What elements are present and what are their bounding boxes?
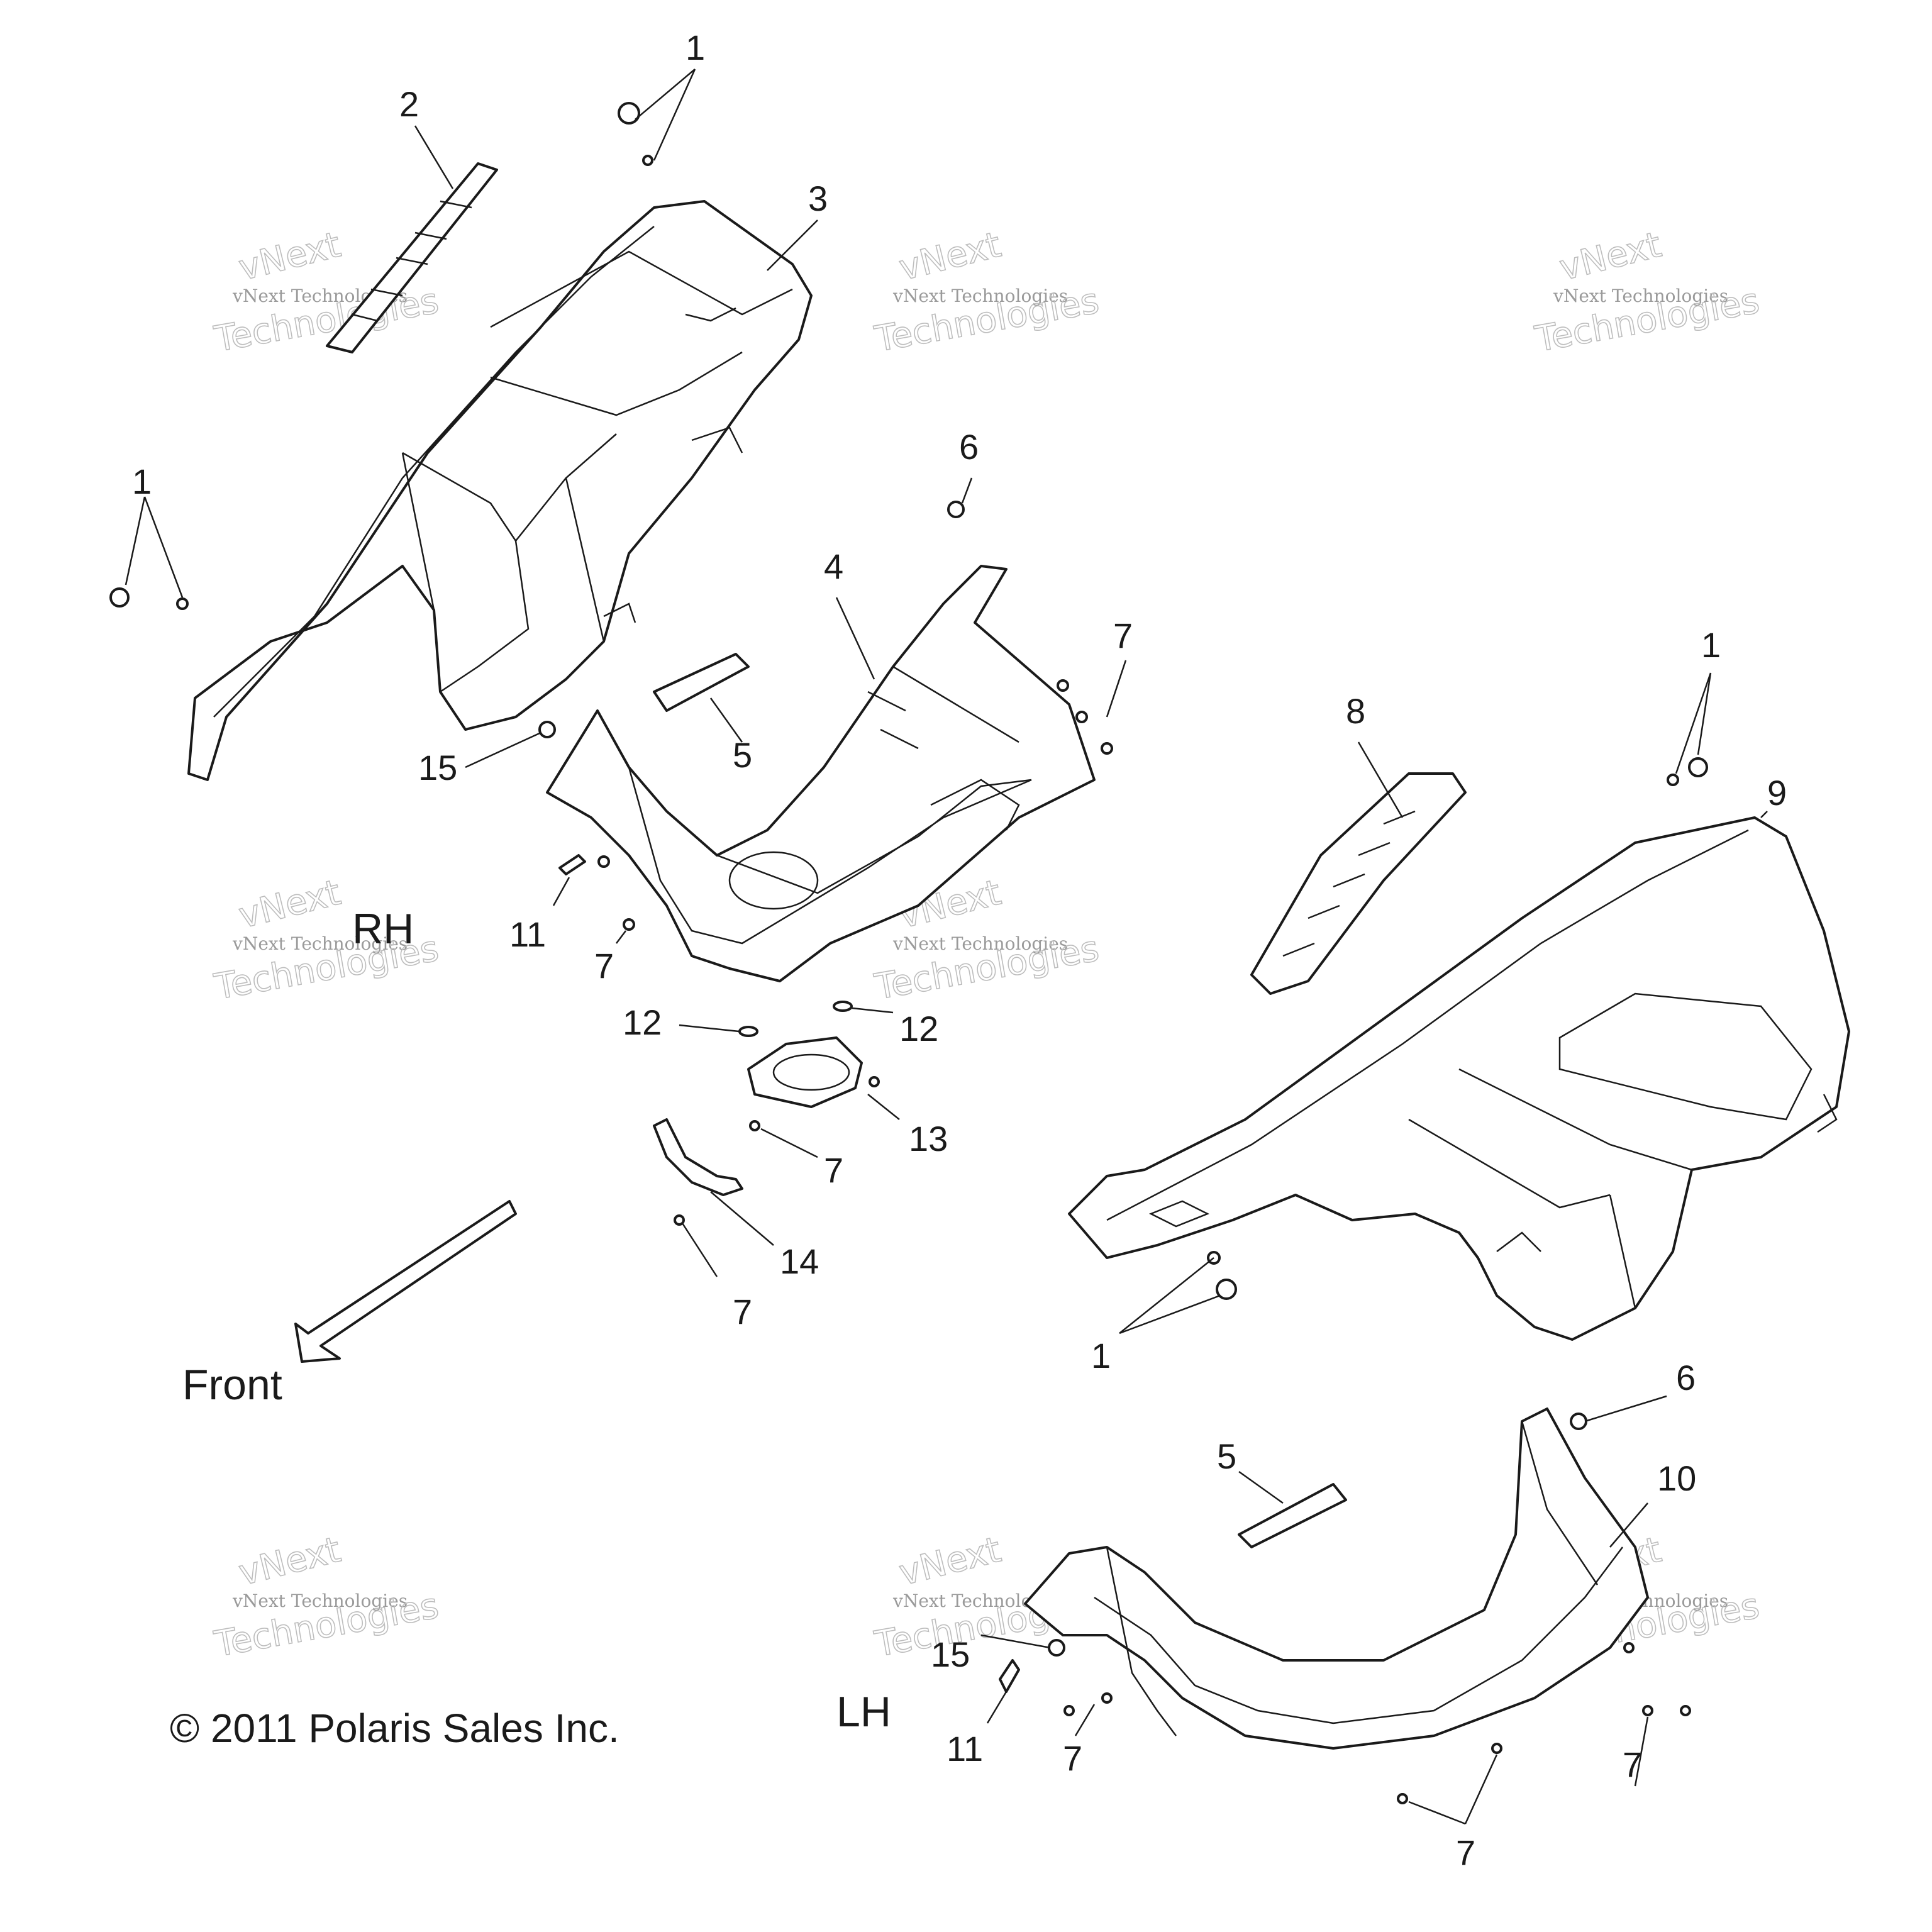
- callout-4: 4: [824, 547, 843, 586]
- washer-1-right-top: [1667, 774, 1679, 786]
- lh-side-label: LH: [836, 1688, 891, 1736]
- svg-text:vNext Technologies: vNext Technologies: [232, 933, 408, 954]
- fasteners: [109, 102, 1708, 1804]
- callout-15-bottom: 15: [931, 1635, 970, 1674]
- callout-7-lh-right: 7: [1623, 1745, 1642, 1784]
- front-label: Front: [182, 1361, 282, 1409]
- svg-text:vNext Technologies: vNext Technologies: [892, 286, 1068, 306]
- callout-1-right-top: 1: [1701, 625, 1721, 665]
- fastener-1-left: [109, 587, 130, 608]
- leader-lines: [125, 69, 1768, 1825]
- callout-15-top: 15: [418, 748, 457, 787]
- clip-6-bottom: [1570, 1413, 1587, 1430]
- watermark-1: vNext vNext Technologies Technologies: [211, 224, 442, 360]
- part-5-handle-lh: [1238, 1483, 1347, 1548]
- svg-text:vNext: vNext: [235, 225, 344, 289]
- fastener-1-top: [618, 102, 640, 125]
- callout-1-top: 1: [686, 28, 705, 67]
- callout-1-right-bottom: 1: [1091, 1336, 1111, 1375]
- svg-text:vNext: vNext: [895, 1530, 1004, 1594]
- part-3-rh-side-panel: [187, 200, 813, 781]
- callout-numbers: 1 2 3 1 6 4 7 5 15 11 7 8 1 9 12 12 13 7…: [132, 28, 1787, 1872]
- callout-14: 14: [780, 1241, 819, 1281]
- callout-12-left: 12: [623, 1002, 662, 1042]
- callout-10: 10: [1657, 1458, 1696, 1498]
- callout-7-low: 7: [733, 1292, 752, 1331]
- callout-5-bottom: 5: [1217, 1436, 1236, 1476]
- svg-text:vNext Technologies: vNext Technologies: [1553, 286, 1728, 306]
- svg-text:vNext Technologies: vNext Technologies: [232, 1591, 408, 1611]
- clip-15-top: [538, 721, 556, 738]
- callout-12-right: 12: [899, 1009, 938, 1048]
- part-4-rh-lower-panel: [546, 565, 1096, 982]
- callout-2: 2: [399, 84, 419, 124]
- front-direction-arrow: [294, 1200, 517, 1363]
- callout-1-left: 1: [132, 462, 152, 501]
- svg-text:vNext Technologies: vNext Technologies: [892, 933, 1068, 954]
- clip-15-bottom: [1048, 1639, 1065, 1657]
- callout-11-bottom: 11: [947, 1729, 983, 1768]
- part-13-ring-bezel: [747, 1036, 863, 1108]
- washer-1-top: [642, 155, 653, 166]
- svg-text:vNext: vNext: [235, 872, 344, 937]
- callout-7-lh-left: 7: [1063, 1738, 1082, 1778]
- part-10-lh-lower-panel: [1024, 1407, 1649, 1750]
- part-9-lh-side-panel: [1068, 816, 1850, 1341]
- callout-7-mid: 7: [824, 1150, 843, 1190]
- svg-text:vNext: vNext: [235, 1530, 344, 1594]
- tab-11-top: [558, 854, 586, 875]
- fastener-1-right-bottom: [1216, 1279, 1237, 1300]
- callout-7-top-right: 7: [1113, 616, 1133, 655]
- part-14-bracket: [653, 1118, 743, 1196]
- washer-12-left: [738, 1026, 758, 1037]
- callout-9: 9: [1767, 773, 1787, 813]
- callout-7-lh-bottom: 7: [1456, 1833, 1475, 1872]
- watermark-3: vNext vNext Technologies Technologies: [1531, 224, 1763, 360]
- callout-3: 3: [808, 179, 828, 218]
- watermark-2: vNext vNext Technologies Technologies: [871, 224, 1102, 360]
- tab-11-bottom: [999, 1659, 1020, 1693]
- callout-6-top: 6: [959, 427, 979, 467]
- part-5-handle-rh: [653, 653, 750, 712]
- svg-text:vNext: vNext: [895, 225, 1004, 289]
- part-2-vent-grille: [326, 162, 498, 353]
- callout-8: 8: [1346, 691, 1365, 731]
- part-8-lh-vent-grille: [1250, 772, 1467, 995]
- svg-text:vNext: vNext: [1555, 225, 1665, 289]
- washer-1-left: [176, 597, 189, 610]
- copyright-notice: © 2011 Polaris Sales Inc.: [170, 1706, 619, 1751]
- fastener-1-right-top: [1688, 757, 1708, 777]
- callout-5-top: 5: [733, 735, 752, 775]
- callout-7-rh: 7: [594, 946, 614, 985]
- clip-6-top: [947, 501, 965, 518]
- callout-11-top: 11: [509, 914, 546, 954]
- rh-side-label: RH: [352, 905, 414, 953]
- callout-6-bottom: 6: [1676, 1358, 1696, 1397]
- washer-12-right: [833, 1001, 853, 1012]
- watermark-7: vNext vNext Technologies Technologies: [211, 1529, 442, 1665]
- callout-13: 13: [909, 1119, 948, 1158]
